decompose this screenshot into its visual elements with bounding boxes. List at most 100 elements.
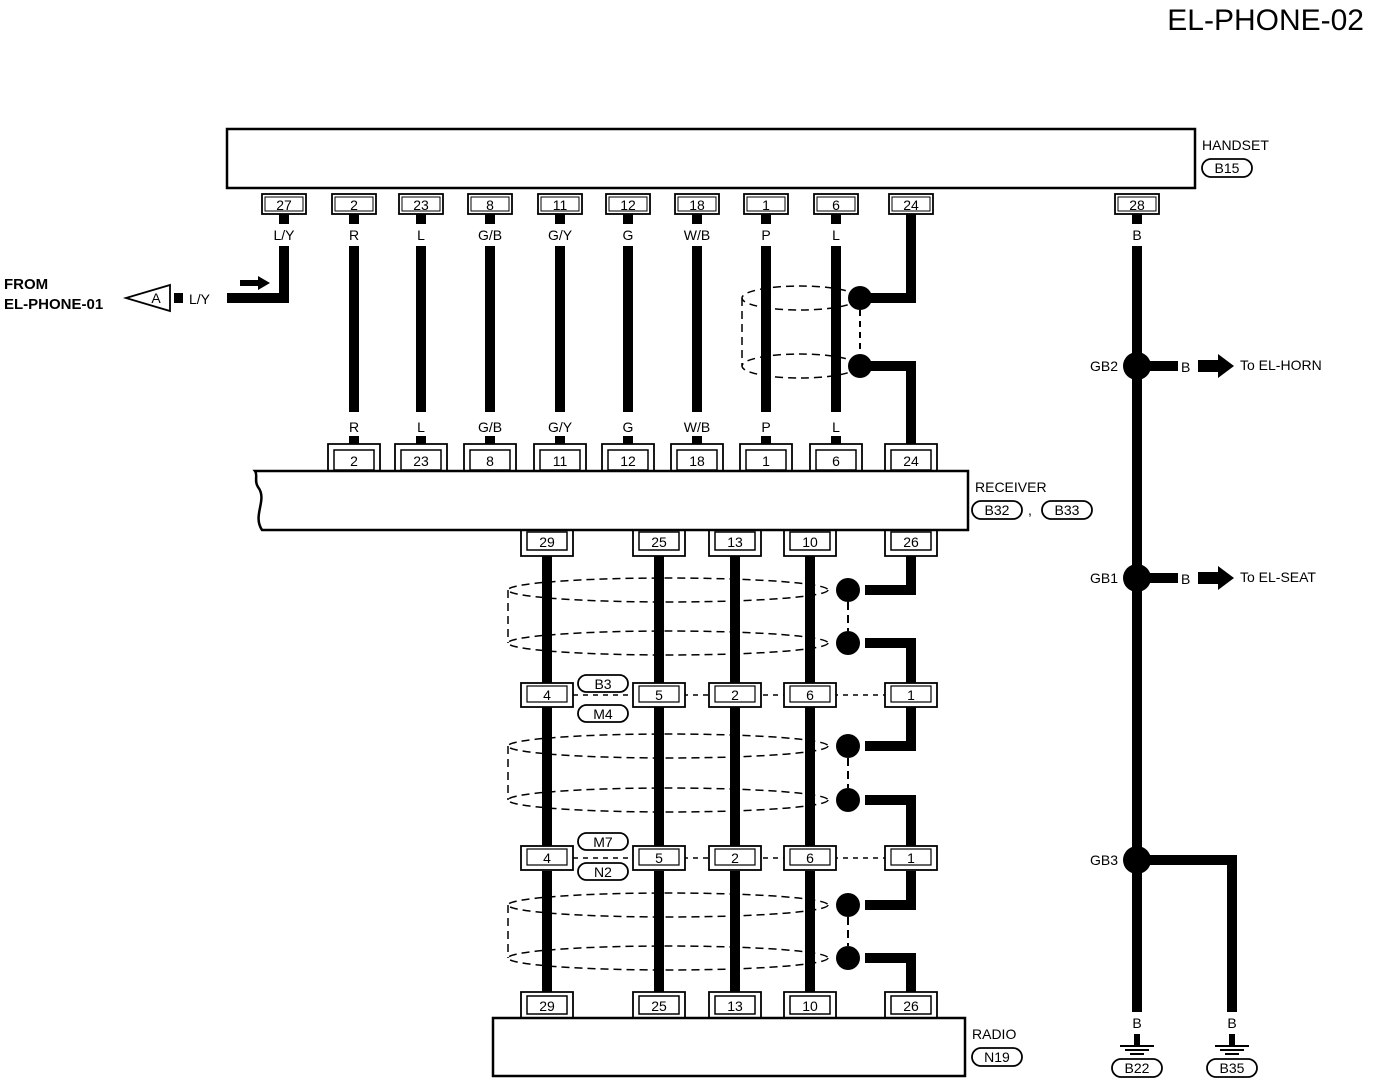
- svg-text:27: 27: [276, 197, 292, 213]
- receiver-pin-1: 1: [739, 443, 793, 471]
- shield-drain-dots: [836, 578, 860, 970]
- wires-upper: [227, 214, 916, 444]
- handset-pin-28: 28: [1114, 193, 1160, 215]
- svg-text:2: 2: [731, 687, 739, 703]
- junction1-pin-2: 2: [708, 682, 762, 708]
- svg-text:2: 2: [731, 850, 739, 866]
- receiver-pin-12: 12: [601, 443, 655, 471]
- from-wire-color: L/Y: [189, 291, 211, 307]
- svg-text:4: 4: [543, 687, 551, 703]
- svg-text:23: 23: [413, 453, 429, 469]
- shield-lower-1: [507, 577, 849, 656]
- b22-wire-color: B: [1132, 1015, 1141, 1031]
- radio-connector-badge: [971, 1047, 1023, 1067]
- svg-text:P: P: [761, 227, 770, 243]
- svg-text:6: 6: [832, 197, 840, 213]
- wires-lower: [542, 556, 916, 992]
- receiver-pin-29: 29: [520, 530, 574, 557]
- shield-lower-3: [507, 892, 849, 971]
- handset-pin-6: 6: [813, 193, 859, 215]
- handset-pin-12: 12: [605, 193, 651, 215]
- junction1-connector-badge-2: [577, 704, 629, 723]
- from-marker: [122, 283, 171, 313]
- receiver-pin-2: 2: [327, 443, 381, 471]
- receiver-connector-1: B32: [985, 502, 1010, 518]
- receiver-pin-11: 11: [533, 443, 587, 471]
- svg-text:8: 8: [486, 453, 494, 469]
- svg-text:L: L: [417, 419, 425, 435]
- gb2-color: B: [1181, 359, 1190, 375]
- svg-text:R: R: [349, 419, 359, 435]
- junction-1: 4 5 2 6 1 B3 M4: [520, 674, 938, 723]
- svg-text:5: 5: [655, 687, 663, 703]
- gb1-label: GB1: [1090, 570, 1118, 586]
- junction2-connector-badge-1: [577, 832, 629, 851]
- svg-text:W/B: W/B: [684, 227, 710, 243]
- b22-connector-label: B22: [1125, 1060, 1150, 1076]
- radio-pin-29: 29: [520, 991, 574, 1018]
- handset-pin-23: 23: [398, 193, 444, 215]
- from-arrow: [240, 276, 270, 290]
- handset-pin-24: 24: [888, 193, 934, 215]
- handset-label: HANDSET: [1202, 137, 1269, 153]
- svg-text:L/Y: L/Y: [273, 227, 295, 243]
- junction1-pin-1: 1: [884, 682, 938, 708]
- gb2-label: GB2: [1090, 358, 1118, 374]
- svg-text:24: 24: [903, 197, 919, 213]
- receiver-label: RECEIVER: [975, 479, 1047, 495]
- radio-connector-label: N19: [984, 1049, 1010, 1065]
- svg-text:29: 29: [539, 534, 555, 550]
- receiver-pin-8: 8: [463, 443, 517, 471]
- junction2-pin-6: 6: [783, 845, 837, 871]
- gb1-destination: To EL-SEAT: [1240, 569, 1316, 585]
- svg-text:26: 26: [903, 998, 919, 1014]
- receiver-bottom-pins: 29 25 13 10 26: [520, 530, 938, 557]
- junction2-pin-4: 4: [520, 845, 574, 871]
- svg-text:1: 1: [762, 453, 770, 469]
- svg-text:18: 18: [689, 197, 705, 213]
- svg-text:G: G: [623, 227, 634, 243]
- junction1-connector-badge-1: [577, 674, 629, 693]
- handset-pins: 27 2 23 8 11 12 18 1 6 24 28: [261, 193, 1160, 215]
- gb2-arrow: [1198, 354, 1234, 378]
- svg-text:6: 6: [832, 453, 840, 469]
- svg-text:10: 10: [802, 998, 818, 1014]
- svg-text:R: R: [349, 227, 359, 243]
- svg-text:18: 18: [689, 453, 705, 469]
- svg-text:12: 12: [620, 453, 636, 469]
- handset-pin-2: 2: [331, 193, 377, 215]
- diagram-title: EL-PHONE-02: [1167, 4, 1364, 37]
- b35-connector-badge: [1206, 1058, 1258, 1078]
- svg-text:2: 2: [350, 453, 358, 469]
- receiver-pin-6: 6: [809, 443, 863, 471]
- handset-pin-27: 27: [261, 193, 307, 215]
- shield-lower-2: [507, 733, 849, 813]
- gb2-destination: To EL-HORN: [1240, 357, 1322, 373]
- receiver-connector-badge-2: [1041, 500, 1093, 520]
- svg-text:6: 6: [806, 850, 814, 866]
- svg-text:25: 25: [651, 534, 667, 550]
- radio-box: [491, 1016, 967, 1078]
- junction2-connector-2: N2: [594, 864, 612, 880]
- receiver-pin-25: 25: [632, 530, 686, 557]
- svg-text:G/Y: G/Y: [548, 227, 573, 243]
- receiver-connector-badge-1: [971, 500, 1023, 520]
- junction1-connector-2: M4: [593, 706, 613, 722]
- junction1-connector-1: B3: [594, 676, 611, 692]
- svg-text:4: 4: [543, 850, 551, 866]
- svg-text:1: 1: [907, 687, 915, 703]
- svg-text:2: 2: [350, 197, 358, 213]
- svg-text:6: 6: [806, 687, 814, 703]
- svg-text:10: 10: [802, 534, 818, 550]
- handset-connector-label: B15: [1215, 160, 1240, 176]
- receiver-pin-23: 23: [394, 443, 448, 471]
- receiver-wire-colors: R L G/B G/Y G W/B P L: [349, 419, 840, 435]
- junction1-pin-6: 6: [783, 682, 837, 708]
- svg-text:L: L: [832, 227, 840, 243]
- svg-text:23: 23: [413, 197, 429, 213]
- junction2-pin-5: 5: [632, 845, 686, 871]
- svg-text:G/B: G/B: [478, 227, 502, 243]
- junction1-pin-4: 4: [520, 682, 574, 708]
- svg-text:11: 11: [553, 453, 568, 469]
